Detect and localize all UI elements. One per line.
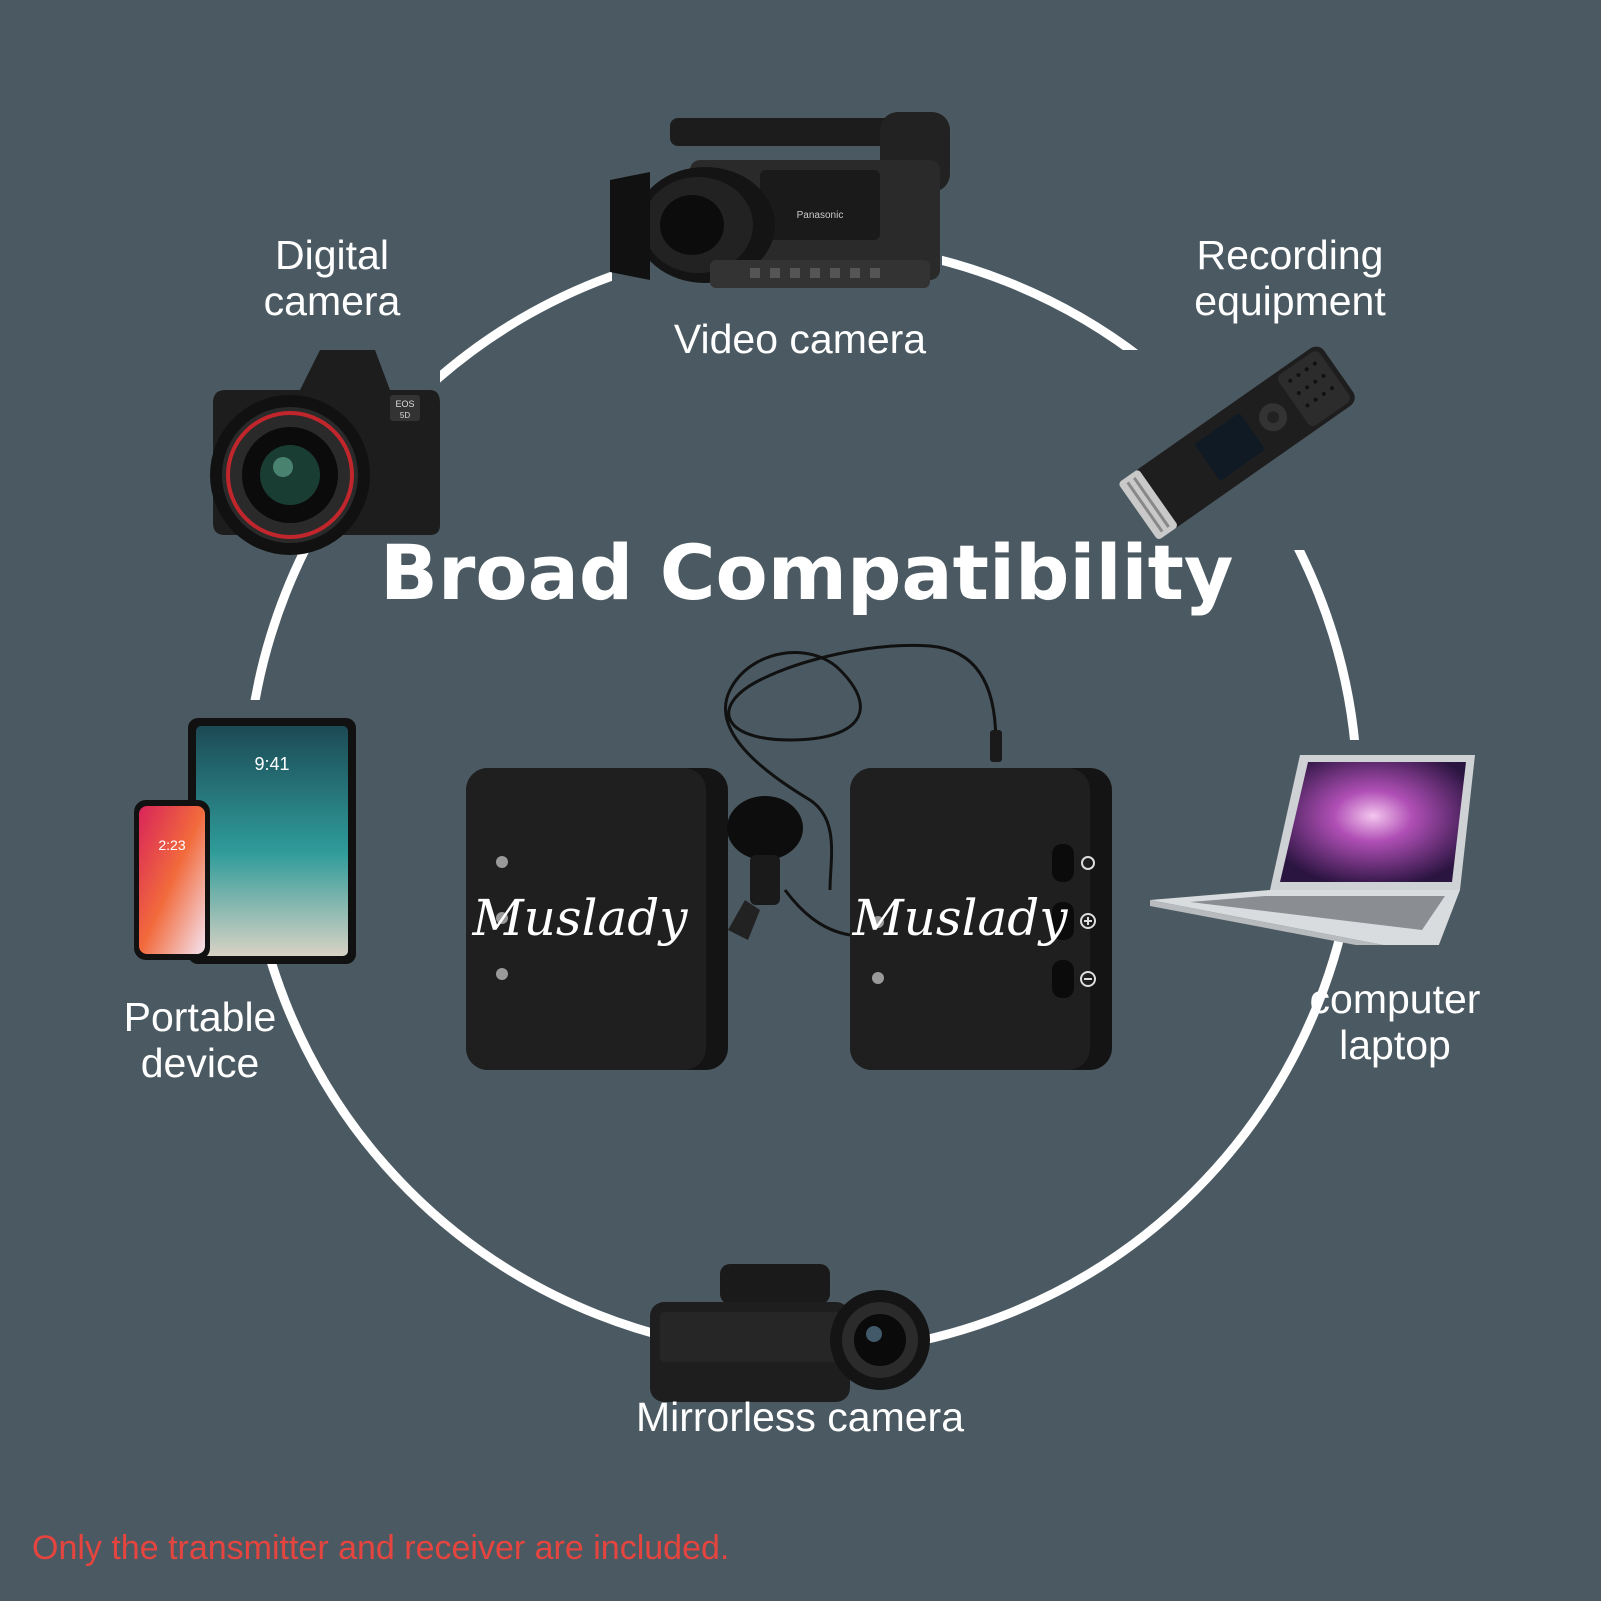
- tablet-phone-icon: 9:41 2:23: [134, 718, 356, 964]
- inclusion-note: Only the transmitter and receiver are in…: [32, 1529, 730, 1567]
- receiver-brand: Muslady: [851, 889, 1068, 947]
- label-computer-laptop: computer laptop: [1309, 976, 1481, 1068]
- svg-text:EOS: EOS: [395, 399, 414, 409]
- tablet-time: 9:41: [254, 754, 289, 774]
- laptop-icon: [1150, 755, 1475, 945]
- dslr-camera-icon: EOS 5D: [210, 350, 440, 555]
- voice-recorder-icon: [1119, 346, 1355, 539]
- svg-text:5D: 5D: [400, 411, 410, 420]
- wireless-mic-icon: Muslady Muslady: [466, 643, 1112, 1070]
- label-digital-camera: Digital camera: [263, 232, 401, 324]
- label-portable-device: Portable device: [123, 994, 277, 1086]
- camcorder-icon: [650, 1264, 930, 1402]
- page-title: Broad Compatibility: [380, 528, 1234, 617]
- video-camera-icon: Panasonic: [610, 112, 950, 288]
- transmitter-brand: Muslady: [471, 889, 688, 947]
- label-mirrorless-camera: Mirrorless camera: [635, 1394, 965, 1440]
- label-video-camera: Video camera: [673, 316, 927, 362]
- label-recording-equipment: Recording equipment: [1194, 232, 1386, 324]
- svg-text:Panasonic: Panasonic: [797, 210, 844, 221]
- phone-time: 2:23: [158, 837, 185, 853]
